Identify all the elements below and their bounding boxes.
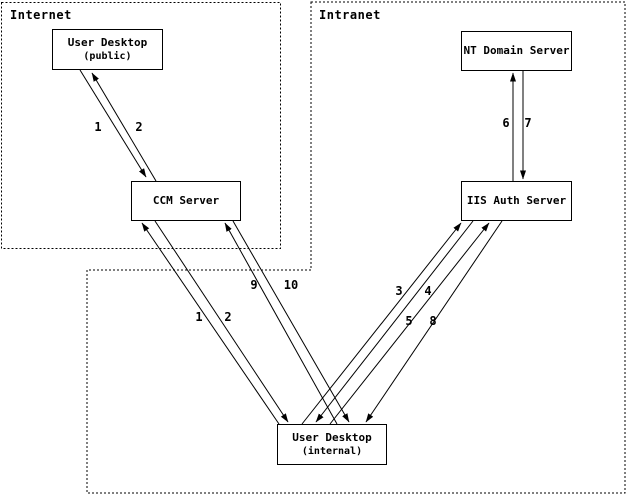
edge-2-ccm-to-public-desktop [91, 72, 157, 182]
edge-1-public-desktop-to-ccm [79, 69, 147, 178]
flow-label-1-top: 1 [94, 120, 102, 134]
internet-region-border [1, 2, 281, 249]
node-subtitle: (internal) [301, 446, 363, 458]
node-title: User Desktop [67, 35, 148, 49]
node-title: User Desktop [292, 430, 372, 444]
node-title: NT Domain Server [463, 43, 570, 57]
edge-1-internal-desktop-to-ccm [141, 222, 280, 425]
edge-5-internal-desktop-to-iis [329, 222, 490, 425]
intranet-region-border [86, 1, 626, 494]
node-user-desktop-internal: User Desktop (internal) [277, 424, 387, 465]
edge-4-iis-to-internal-desktop [315, 220, 474, 423]
flow-label-1-bottom: 1 [195, 310, 203, 324]
flow-label-8: 8 [429, 314, 437, 328]
flow-label-6: 6 [502, 116, 510, 130]
flow-label-5: 5 [405, 314, 413, 328]
flow-label-10: 10 [283, 278, 299, 292]
node-user-desktop-public: User Desktop (public) [52, 29, 163, 70]
node-title: CCM Server [152, 193, 220, 207]
edge-2-ccm-to-internal-desktop [154, 220, 289, 423]
edge-8-iis-to-internal-desktop [365, 220, 503, 423]
node-ccm-server: CCM Server [131, 181, 241, 221]
intranet-region-label: Intranet [319, 8, 381, 22]
edge-9-internal-desktop-to-ccm [224, 222, 338, 425]
node-subtitle: (public) [83, 51, 132, 63]
flow-label-2-top: 2 [135, 120, 143, 134]
flow-label-9: 9 [250, 278, 258, 292]
flow-label-2-bottom: 2 [224, 310, 232, 324]
flow-label-7: 7 [524, 116, 532, 130]
node-title: IIS Auth Server [466, 193, 567, 207]
edge-3-internal-desktop-to-iis [301, 222, 462, 425]
flow-label-4: 4 [424, 284, 432, 298]
node-nt-domain-server: NT Domain Server [461, 31, 572, 71]
flow-label-3: 3 [395, 284, 403, 298]
edge-10-ccm-to-internal-desktop [232, 220, 350, 423]
node-iis-auth-server: IIS Auth Server [461, 181, 572, 221]
internet-region-label: Internet [10, 8, 72, 22]
